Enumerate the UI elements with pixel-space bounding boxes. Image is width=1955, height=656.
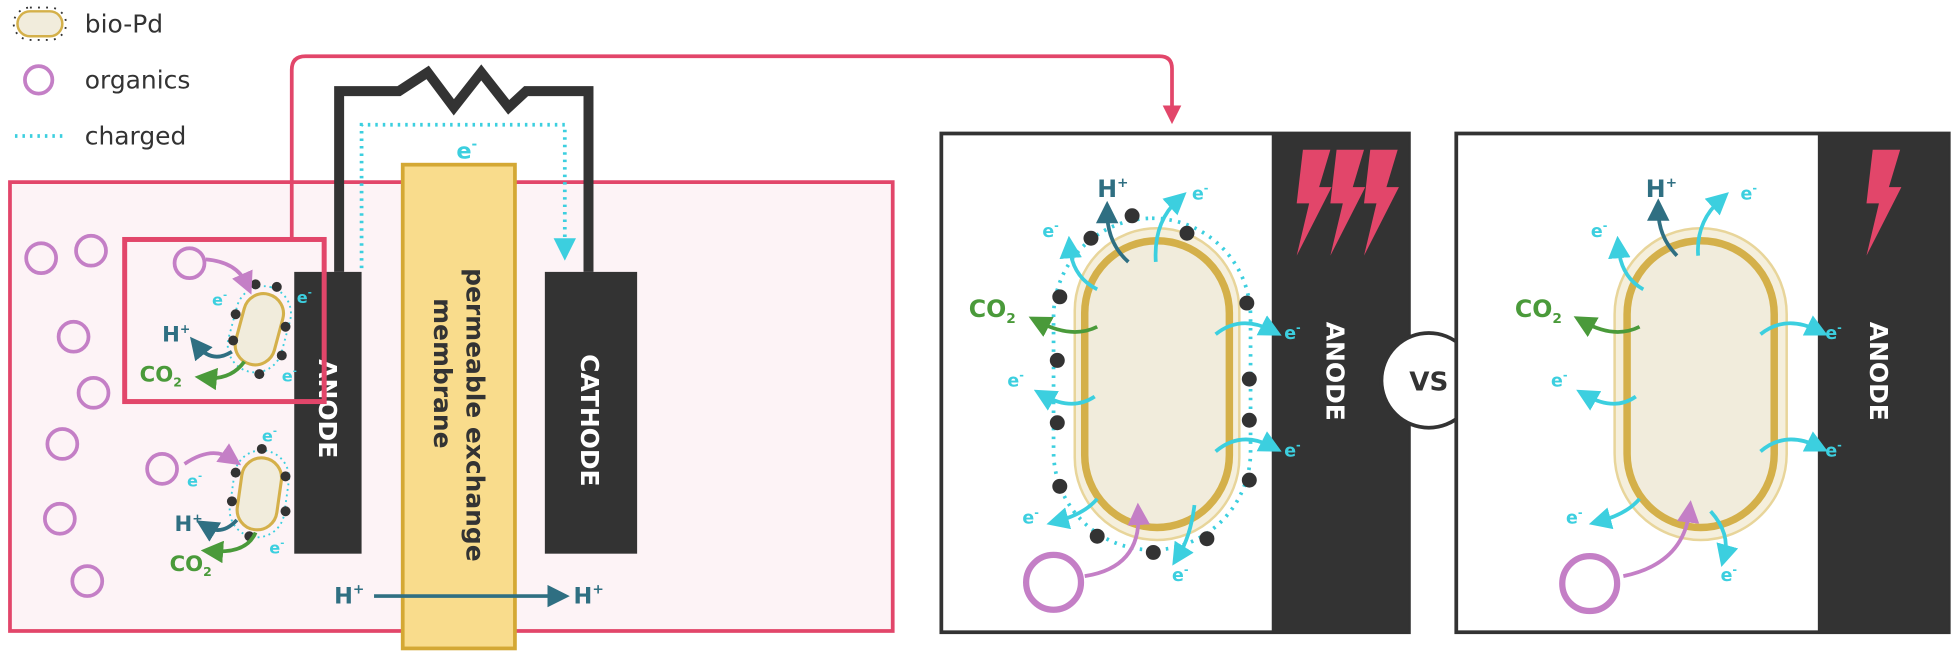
svg-text:e-: e- <box>1825 322 1842 344</box>
anode-label: ANODE <box>313 359 342 458</box>
svg-text:VS: VS <box>1409 367 1448 397</box>
svg-text:e-: e- <box>1566 506 1583 528</box>
anode <box>294 271 362 554</box>
organic-molecule <box>70 564 105 598</box>
svg-text:permeable exchange: permeable exchange <box>460 268 489 561</box>
callout-box <box>122 236 327 405</box>
organic-molecule <box>76 376 111 410</box>
svg-text:e-: e- <box>1741 182 1758 204</box>
electron-flow-label: e- <box>456 136 477 164</box>
organic-molecule <box>24 241 58 276</box>
membrane <box>400 162 517 651</box>
svg-text:e-: e- <box>1591 220 1608 242</box>
organic-molecule <box>1023 551 1085 613</box>
legend-organics: organics <box>85 66 191 95</box>
bio-pd-cell-small: H+ CO2 e- e- e- <box>170 426 291 579</box>
lightning-bolt-icons <box>1296 149 1399 256</box>
organic-molecule <box>45 427 80 461</box>
external-circuit-resistor <box>334 64 594 272</box>
organic-molecule <box>56 319 91 354</box>
lightning-bolt-icon <box>1866 149 1902 256</box>
svg-text:e-: e- <box>212 290 227 309</box>
organic-molecule <box>43 501 77 536</box>
organic-molecule <box>74 233 108 268</box>
svg-text:CO2: CO2 <box>170 551 212 579</box>
legend: bio-Pd organics charged <box>12 6 191 151</box>
organic-molecule <box>145 452 179 486</box>
svg-text:e-: e- <box>1192 182 1209 204</box>
svg-text:membrane: membrane <box>428 298 457 448</box>
svg-text:e-: e- <box>1721 564 1738 586</box>
callout-connector <box>289 54 1182 240</box>
svg-text:e-: e- <box>1007 369 1024 391</box>
organic-molecule <box>1559 553 1621 615</box>
svg-text:e-: e- <box>1284 439 1301 461</box>
svg-text:e-: e- <box>1022 506 1039 528</box>
svg-text:H+: H+ <box>1646 175 1677 203</box>
bio-pd-cell-small: H+ CO2 e- e- e- <box>140 257 312 391</box>
svg-text:e-: e- <box>1284 322 1301 344</box>
cathode <box>544 271 638 554</box>
svg-text:CO2: CO2 <box>140 362 182 390</box>
panel-uncharged-bio-pd: ANODE H+ CO2 e- e- e- e- e- e- e- <box>1454 131 1951 635</box>
proton-label-cathode: H+ <box>574 582 604 610</box>
legend-bio-pd: bio-Pd <box>85 10 163 39</box>
vs-badge: VS <box>1379 331 1479 430</box>
panel-charged-bio-pd: ANODE H+ CO2 e- e- e- e- e- e- e- <box>939 131 1411 635</box>
cathode-label: CATHODE <box>575 354 604 486</box>
svg-text:CO2: CO2 <box>1515 295 1562 327</box>
anode-label: ANODE <box>1321 322 1350 421</box>
svg-text:e-: e- <box>1825 439 1842 461</box>
svg-text:e-: e- <box>282 366 297 385</box>
svg-text:H+: H+ <box>162 321 190 347</box>
membrane-label: permeable exchange membrane <box>428 268 489 561</box>
proton-label-anode: H+ <box>334 582 364 610</box>
svg-text:H+: H+ <box>175 511 203 537</box>
organics-particles <box>24 233 207 598</box>
svg-text:e-: e- <box>1042 220 1059 242</box>
legend-charged: charged <box>85 122 187 151</box>
svg-text:H+: H+ <box>1097 175 1128 203</box>
svg-text:e-: e- <box>262 426 277 445</box>
svg-text:e-: e- <box>187 471 202 490</box>
svg-text:e-: e- <box>1172 564 1189 586</box>
organics-legend-icon <box>23 64 55 96</box>
organic-molecule <box>172 246 207 280</box>
anode-label: ANODE <box>1864 322 1893 421</box>
svg-text:e-: e- <box>269 538 284 557</box>
svg-text:e-: e- <box>297 288 312 307</box>
svg-text:CO2: CO2 <box>969 295 1016 327</box>
bio-pd-legend-icon <box>12 6 68 41</box>
svg-text:e-: e- <box>1551 369 1568 391</box>
